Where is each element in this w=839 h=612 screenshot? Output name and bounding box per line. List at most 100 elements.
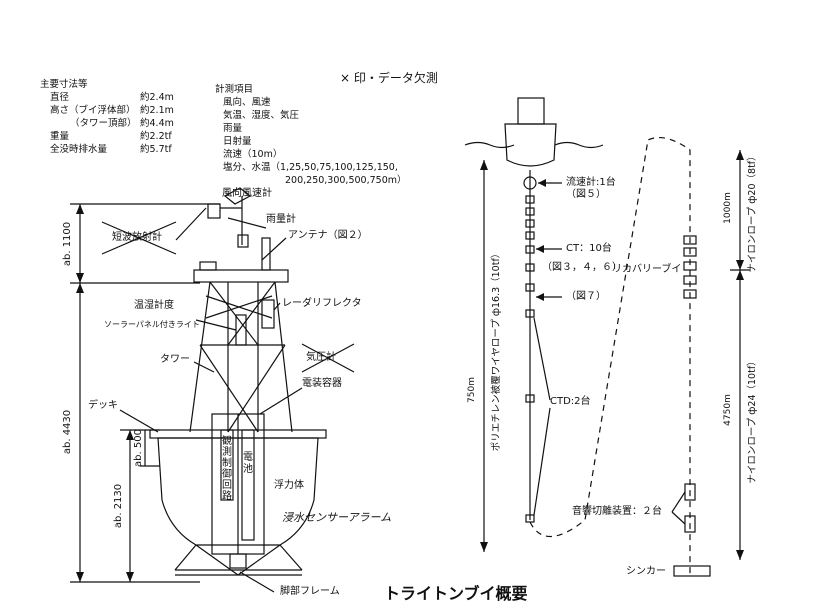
leg-frame-brace bbox=[195, 544, 239, 576]
arrowhead bbox=[480, 542, 488, 552]
ct-sensor bbox=[525, 231, 535, 240]
sinker bbox=[673, 565, 711, 577]
label-acoustic-release: 音響切離装置：２台 bbox=[572, 506, 662, 517]
label-ct-fig: （図３，４，６） bbox=[542, 262, 622, 273]
arrowhead bbox=[736, 550, 744, 560]
ct-sensor bbox=[525, 219, 535, 228]
label-equipment-container: 電装容器 bbox=[302, 378, 342, 389]
ct-sensor bbox=[525, 195, 535, 204]
wind-sensor-vane bbox=[223, 187, 252, 205]
arrowhead bbox=[76, 572, 84, 582]
leader-line bbox=[259, 387, 303, 415]
ctd-sensor bbox=[525, 394, 535, 403]
label-deck: デッキ bbox=[88, 400, 118, 411]
len-4750-label: 4750m bbox=[723, 394, 733, 426]
measurement-item: 雨量 bbox=[223, 123, 243, 134]
leader-line bbox=[671, 511, 686, 525]
leg-frame bbox=[174, 544, 197, 571]
tower-brace bbox=[227, 344, 286, 433]
len-750-label: 750m bbox=[467, 377, 477, 403]
frame-hub bbox=[229, 553, 247, 569]
label-fig7: （図７） bbox=[566, 291, 606, 302]
measurement-item: 気温、湿度、気圧 bbox=[223, 110, 300, 121]
spec-row: 重量約2.2tf bbox=[50, 131, 172, 142]
nylon-20-label: ナイロンロープ ф20（8tf） bbox=[746, 151, 758, 272]
leader-line bbox=[273, 302, 281, 311]
cross-mark bbox=[205, 295, 273, 319]
label-solar-light: ソーラーパネル付きライト bbox=[104, 320, 200, 329]
arrowhead bbox=[536, 245, 544, 253]
measurement-item: 風向、風速 bbox=[223, 97, 271, 108]
ct-sensor bbox=[525, 283, 535, 292]
spec-title: 主要寸法等 bbox=[40, 79, 88, 90]
label-rain-gauge: 雨量計 bbox=[266, 214, 296, 225]
measurement-item: 塩分、水温（1,25,50,75,100,125,150, bbox=[223, 162, 398, 173]
spec-table: 主要寸法等 直径約2.4m 高さ（ブイ浮体部）約2.1m （タワー頂部）約4.4… bbox=[40, 78, 190, 156]
dim-1100-label: ab. 1100 bbox=[62, 222, 73, 266]
measurement-item: 200,250,300,500,750m） bbox=[285, 175, 407, 186]
recovery-buoy-float bbox=[683, 235, 697, 245]
recovery-buoy-float bbox=[683, 289, 697, 299]
measurement-item: 日射量 bbox=[223, 136, 252, 147]
ct-sensor bbox=[525, 263, 535, 272]
nylon-24-label: ナイロンロープ ф24（10tf） bbox=[746, 356, 758, 483]
tower-brace bbox=[209, 281, 259, 346]
arrowhead bbox=[736, 260, 744, 270]
dim-4430-label: ab. 4430 bbox=[62, 410, 73, 454]
arrowhead bbox=[126, 572, 134, 582]
measurement-list: 計測項目 風向、風速 気温、湿度、気圧 雨量 日射量 流速（10m） 塩分、水温… bbox=[215, 83, 415, 187]
cross-mark bbox=[301, 343, 355, 373]
water-wave bbox=[554, 141, 604, 149]
label-ct: CT：10台 bbox=[566, 243, 612, 254]
recovery-buoy-float bbox=[683, 275, 697, 285]
leader-line bbox=[119, 409, 159, 433]
measurement-item: 流速（10m） bbox=[223, 149, 283, 160]
shortwave-radiometer bbox=[207, 203, 221, 219]
label-wind-sensor: 風向風速計 bbox=[222, 188, 272, 199]
label-barometer: 気圧計 bbox=[306, 352, 336, 363]
arrowhead bbox=[76, 273, 84, 283]
leader-line bbox=[533, 317, 551, 401]
tower-leg-left bbox=[189, 281, 211, 433]
ct-sensor bbox=[525, 309, 535, 318]
surface-buoy-tower bbox=[517, 97, 545, 125]
ct-sensor bbox=[525, 245, 535, 254]
arrowhead bbox=[480, 160, 488, 170]
spec-row: （タワー頂部）約4.4m bbox=[70, 118, 174, 129]
arrowhead bbox=[76, 204, 84, 214]
arrowhead bbox=[126, 430, 134, 440]
wire-rope-label: ポリエチレン被覆ワイヤロープ ф16.3（10tf） bbox=[490, 249, 502, 452]
label-ctd: CTD:2台 bbox=[550, 396, 591, 407]
recovery-buoy-float bbox=[683, 261, 697, 271]
label-control-circuit: 観測制御回路 bbox=[222, 436, 232, 502]
tower-leg-right bbox=[274, 281, 293, 433]
arrowhead bbox=[736, 150, 744, 160]
dim-2130-label: ab. 2130 bbox=[113, 484, 124, 528]
label-battery: 電池 bbox=[243, 452, 253, 475]
label-antenna: アンテナ（図２） bbox=[288, 230, 368, 241]
leg-frame-brace bbox=[237, 544, 281, 576]
leader-line bbox=[671, 491, 686, 513]
water-wave bbox=[464, 141, 515, 149]
recovery-buoy-float bbox=[683, 247, 697, 257]
cross-mark bbox=[101, 221, 177, 255]
battery-box bbox=[241, 429, 255, 541]
spec-row: 全没時排水量約5.7tf bbox=[50, 144, 172, 155]
label-flood-alarm: 浸水センサーアラーム bbox=[282, 511, 392, 524]
solar-light bbox=[235, 314, 247, 346]
label-current-meter: 流速計:1台 bbox=[566, 177, 616, 188]
leader-line bbox=[195, 319, 237, 331]
arrowhead bbox=[76, 283, 84, 293]
leader-line bbox=[175, 207, 207, 241]
arrowhead bbox=[538, 179, 546, 187]
diagram-title: トライトンブイ概要 bbox=[384, 584, 528, 603]
measurement-title: 計測項目 bbox=[215, 84, 254, 95]
leg-frame bbox=[279, 544, 303, 571]
len-1000-label: 1000m bbox=[723, 192, 733, 224]
leader-line bbox=[261, 237, 287, 261]
arrowhead bbox=[536, 293, 544, 301]
label-sinker: シンカー bbox=[626, 566, 666, 577]
spec-row: 高さ（ブイ浮体部）約2.1m bbox=[50, 105, 174, 116]
